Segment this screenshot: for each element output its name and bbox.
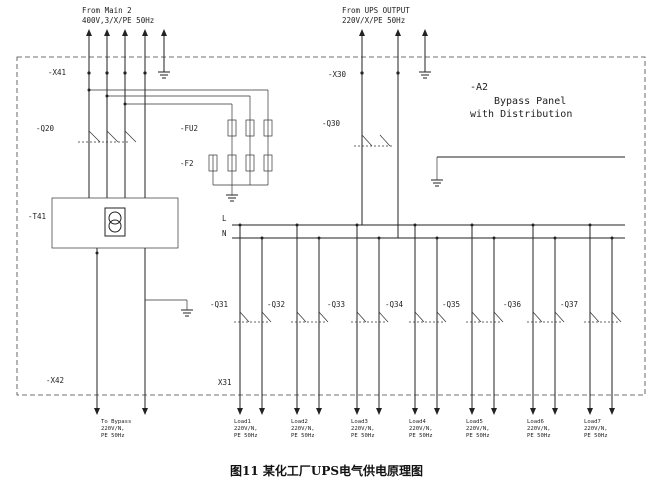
tag-x42: -X42 — [46, 376, 64, 385]
source-left-spec: 400V,3/X/PE 50Hz — [82, 16, 154, 25]
surge-arrester-f2 — [208, 154, 273, 172]
transformer-output — [94, 248, 193, 415]
load-spec: 220V/N, — [234, 426, 258, 432]
breaker-label: -Q35 — [442, 300, 460, 309]
earth-f2 — [226, 185, 238, 202]
bus-n-label: N — [222, 229, 227, 238]
tag-q20: -Q20 — [36, 124, 55, 133]
panel-boundary — [16, 56, 646, 396]
panel-title-line1: Bypass Panel — [494, 96, 566, 107]
load-spec: 220V/N, — [409, 426, 433, 432]
load-name: Load4 — [409, 419, 426, 425]
load-extra: PE 50Hz — [234, 433, 258, 439]
load-name: Load6 — [527, 419, 544, 425]
load-spec: 220V/N, — [527, 426, 551, 432]
load-spec: 220V/N, — [351, 426, 375, 432]
load-extra: PE 50Hz — [351, 433, 375, 439]
breaker-label: -Q37 — [560, 300, 578, 309]
tag-x31: X31 — [218, 378, 232, 387]
load-name: Load5 — [466, 419, 483, 425]
figure-caption: 图11 某化工厂UPS电气供电原理图 — [230, 463, 423, 478]
breaker-label: -Q32 — [267, 300, 285, 309]
tag-x30: -X30 — [328, 70, 347, 79]
load-spec: 220V/N, — [291, 426, 315, 432]
load-name: Load7 — [584, 419, 601, 425]
load-spec: 220V/N, — [466, 426, 490, 432]
load-extra: PE 50Hz — [584, 433, 608, 439]
bypass-out-extra: PE 50Hz — [101, 433, 125, 439]
panel-id: -A2 — [470, 82, 488, 93]
breaker-label: -Q31 — [210, 300, 228, 309]
load-name: Load2 — [291, 419, 308, 425]
earth-bar — [431, 156, 625, 187]
load-spec: 220V/N, — [584, 426, 608, 432]
source-right-spec: 220V/X/PE 50Hz — [342, 16, 405, 25]
breaker-label: -Q36 — [503, 300, 522, 309]
load-extra: PE 50Hz — [409, 433, 433, 439]
load-name: Load3 — [351, 419, 368, 425]
fuse-tap-wiring — [87, 88, 269, 186]
fuse-fu2 — [227, 119, 273, 137]
bus-l-label: L — [222, 214, 227, 223]
load-extra: PE 50Hz — [527, 433, 551, 439]
load-extra: PE 50Hz — [291, 433, 315, 439]
tag-fu2: -FU2 — [180, 124, 198, 133]
panel-title-line2: with Distribution — [470, 109, 572, 120]
bypass-out-name: To Bypass — [101, 419, 131, 425]
bypass-out-spec: 220V/N, — [101, 426, 125, 432]
breaker-label: -Q34 — [385, 300, 404, 309]
breaker-q20 — [78, 130, 137, 143]
load-name: Load1 — [234, 419, 251, 425]
incoming-ups-conductors — [359, 29, 431, 238]
breaker-q30 — [354, 134, 392, 147]
transformer-t41-symbol — [104, 207, 126, 237]
load-extra: PE 50Hz — [466, 433, 490, 439]
source-left-name: From Main 2 — [82, 6, 132, 15]
transformer-t41-box — [51, 197, 179, 249]
source-right-name: From UPS OUTPUT — [342, 6, 410, 15]
tag-f2: -F2 — [180, 159, 194, 168]
tag-x41: -X41 — [48, 68, 66, 77]
tag-t41: -T41 — [28, 212, 46, 221]
tag-q30: -Q30 — [322, 119, 341, 128]
breaker-label: -Q33 — [327, 300, 345, 309]
incoming-main2-conductors — [86, 29, 170, 198]
